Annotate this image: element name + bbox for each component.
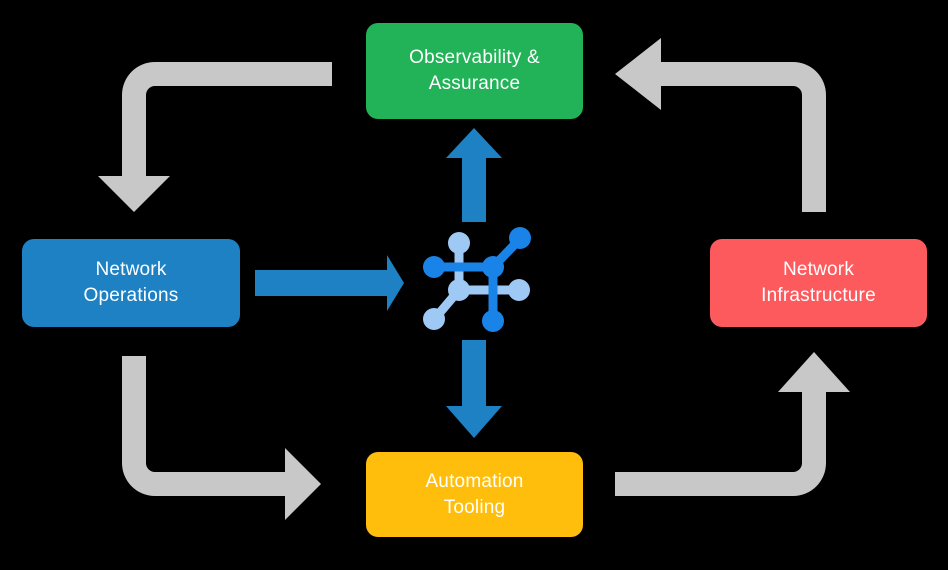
node-automation-tooling[interactable]: Automation Tooling bbox=[366, 452, 583, 537]
node-label-network-infrastructure: Network Infrastructure bbox=[761, 259, 876, 306]
node-label-automation-tooling: Automation Tooling bbox=[425, 470, 524, 518]
node-network-infrastructure[interactable]: Network Infrastructure bbox=[710, 239, 927, 327]
gray-arrow-automation-to-infrastructure bbox=[615, 352, 850, 496]
gray-arrow-infrastructure-to-observability bbox=[615, 38, 826, 212]
network-topology-icon bbox=[423, 227, 531, 332]
blue-arrow-center-to-observability bbox=[446, 128, 502, 222]
node-label-observability: Observability & Assurance bbox=[409, 47, 540, 94]
blue-arrow-operations-to-center bbox=[255, 255, 404, 311]
node-observability-assurance[interactable]: Observability & Assurance bbox=[366, 23, 583, 119]
node-network-operations[interactable]: Network Operations bbox=[22, 239, 240, 327]
gray-arrow-observability-to-operations bbox=[98, 62, 332, 212]
node-label-network-operations: Network Operations bbox=[83, 259, 179, 306]
blue-arrow-center-to-automation bbox=[446, 340, 502, 438]
gray-arrow-operations-to-automation bbox=[122, 356, 321, 520]
